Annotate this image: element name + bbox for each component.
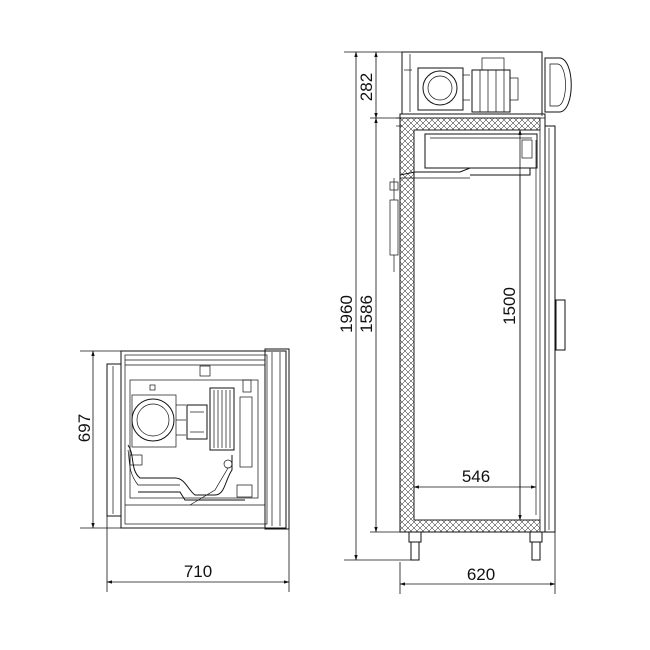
dimension-label-697: 697 [75, 414, 94, 442]
dimension-label-710: 710 [184, 562, 212, 581]
dimension-label-546: 546 [462, 467, 490, 486]
dimension-710: 710 [106, 516, 290, 592]
evaporator-icon [399, 133, 538, 179]
dimension-label-1960: 1960 [337, 295, 356, 333]
door [544, 125, 566, 533]
dimension-label-620: 620 [467, 565, 495, 584]
compressor-icon [186, 404, 208, 440]
cabinet-feet [408, 531, 543, 561]
top-view-door-edge [264, 348, 290, 530]
dimension-620: 620 [399, 532, 556, 594]
dimension-1586: 1586 [357, 117, 400, 533]
dimension-1500: 1500 [500, 129, 522, 521]
dimension-546: 546 [413, 467, 537, 489]
fan-icon [131, 398, 175, 442]
control-panel [544, 57, 572, 113]
condenser-coil-icon [209, 387, 235, 451]
dimension-282: 282 [357, 51, 400, 119]
door-handle [555, 299, 566, 351]
dimension-label-282: 282 [357, 73, 376, 101]
drain-pipe [389, 178, 399, 272]
dimension-1960: 1960 [337, 51, 411, 561]
side-view [389, 51, 572, 561]
dimension-label-1586: 1586 [357, 295, 376, 333]
dimension-label-1500: 1500 [500, 287, 519, 325]
top-view [106, 348, 290, 530]
dimension-697: 697 [75, 350, 121, 529]
condenser-fan-icon [422, 70, 458, 106]
